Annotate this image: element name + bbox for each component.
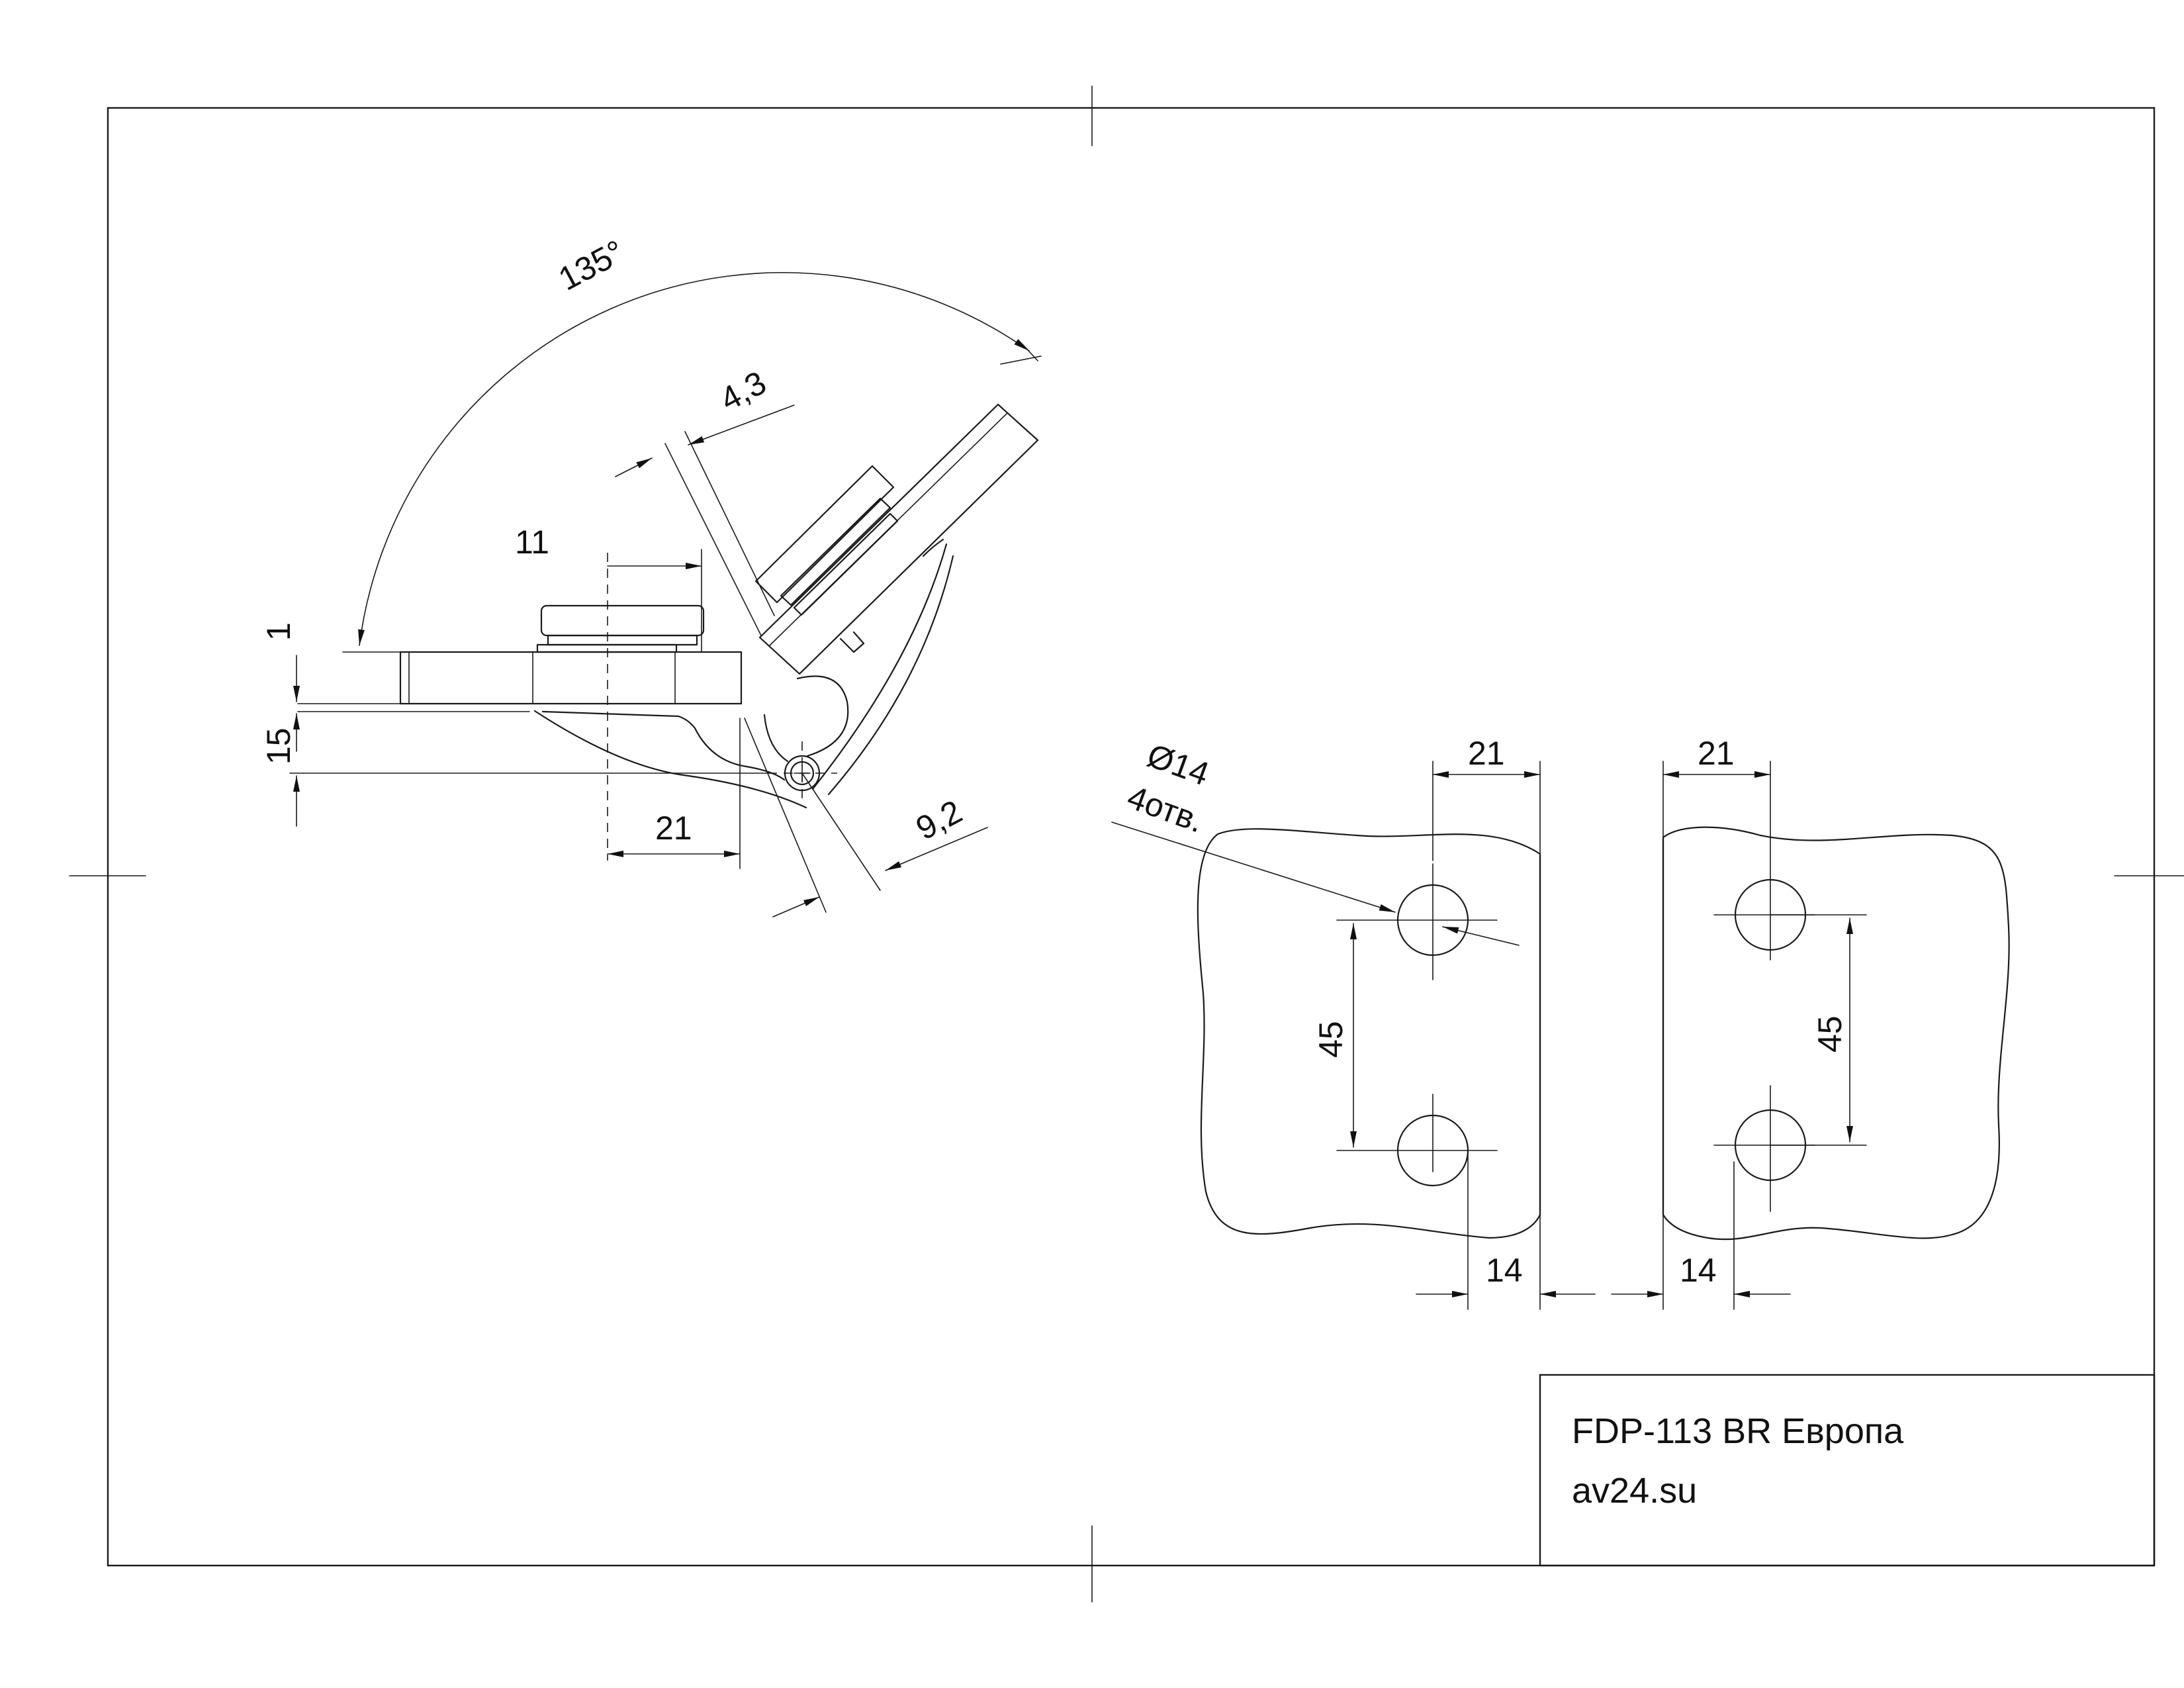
right-plate-view: 21 45 14 bbox=[1611, 735, 2010, 1310]
title-site: av24.su bbox=[1572, 1471, 1697, 1511]
dim-gap: 4,3 bbox=[714, 364, 772, 418]
right-dim-vertical: 45 bbox=[1811, 1015, 1848, 1053]
left-dim-bottom: 14 bbox=[1486, 1252, 1523, 1289]
left-plate-view: Ø14 4отв. 21 45 14 bbox=[1111, 735, 1596, 1310]
right-dim-top: 21 bbox=[1698, 735, 1735, 772]
sheet-frame bbox=[69, 85, 2184, 1603]
dim-axis-offset: 11 bbox=[515, 524, 549, 561]
dim-top-offset: 1 bbox=[260, 622, 297, 641]
title-block: FDP-113 BR Европа av24.su bbox=[1539, 1374, 2156, 1567]
title-product: FDP-113 BR Европа bbox=[1572, 1411, 1904, 1451]
hinge-side-view: 135° 4,3 11 1 15 21 9,2 bbox=[260, 233, 1042, 917]
dim-angle: 135° bbox=[553, 233, 631, 298]
right-dim-bottom: 14 bbox=[1680, 1252, 1717, 1289]
left-dim-top: 21 bbox=[1468, 735, 1505, 772]
left-dim-vertical: 45 bbox=[1312, 1021, 1349, 1058]
dim-depth: 21 bbox=[655, 810, 692, 847]
dim-height: 15 bbox=[260, 727, 297, 765]
